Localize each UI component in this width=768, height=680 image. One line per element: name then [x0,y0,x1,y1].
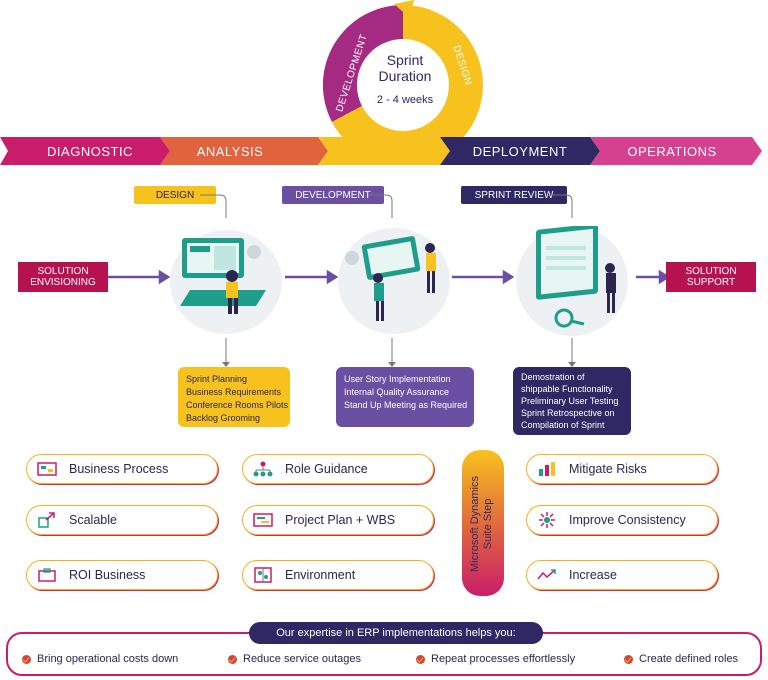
expertise-item-label: Create defined roles [639,653,739,665]
consistency-icon [537,512,557,528]
benefit-scalable: Scalable [26,505,218,535]
list-item: Preliminary User Testing [521,396,619,406]
list-item: Compilation of Sprint [521,420,605,430]
list-item: Internal Quality Assurance [344,387,450,397]
benefit-environment: Environment [242,560,434,590]
stage-operations: OPERATIONS [627,143,717,159]
sprint-duration-range: 2 - 4 weeks [376,94,434,106]
increase-icon [537,567,557,583]
tag-design: DESIGN [134,186,216,204]
benefit-label: Environment [285,568,356,582]
envisioning-line1: SOLUTION [37,266,89,277]
benefit-project-plan: Project Plan + WBS [242,505,434,535]
expertise-item-label: Repeat processes effortlessly [431,653,576,665]
development-activities-list: User Story Implementation Internal Quali… [336,367,474,427]
expertise-item-costs: Bring operational costs down [22,653,178,665]
expertise-item-repeat: Repeat processes effortlessly [416,653,575,665]
development-illustration [338,228,450,334]
benefit-mitigate-risks: Mitigate Risks [526,454,718,484]
list-item: Business Requirements [186,387,282,397]
expertise-item-label: Bring operational costs down [37,653,179,665]
benefit-label: Improve Consistency [569,513,686,527]
stage-deployment: DEPLOYMENT [472,143,568,159]
benefit-label: Increase [569,568,617,582]
benefit-label: Role Guidance [285,462,368,476]
sprint-title-line1: Sprint [386,52,424,68]
process-icon [37,461,57,477]
sprint-review-illustration [516,223,628,336]
benefit-roi-business: ROI Business [26,560,218,590]
benefit-increase: Increase [526,560,718,590]
list-item: Sprint Planning [186,374,248,384]
sprint-cycle-ring [322,0,483,165]
list-item: Stand Up Meeting as Required [344,400,468,410]
environment-icon [253,567,273,583]
check-icon [416,654,425,664]
suite-step-panel [462,450,504,596]
benefit-business-process: Business Process [26,454,218,484]
design-activities-list: Sprint Planning Business Requirements Co… [178,367,290,427]
briefcase-icon [37,567,57,583]
suite-step-label: Microsoft Dynamics Suite Step [469,454,497,594]
expertise-heading: Our expertise in ERP implementations hel… [249,622,543,644]
list-item: User Story Implementation [344,374,451,384]
list-item: Backlog Grooming [186,413,261,423]
hierarchy-icon [253,461,273,477]
sprint-title-line2: Duration [378,68,432,84]
envisioning-line2: ENVISIONING [30,277,96,288]
list-item: Conference Rooms Pilots [186,400,289,410]
list-item: Sprint Retrospective on [521,408,615,418]
benefit-label: Mitigate Risks [569,462,647,476]
scalable-icon [37,512,57,528]
expertise-item-roles: Create defined roles [624,653,738,665]
list-item: shippable Functionality [521,384,613,394]
benefit-label: ROI Business [69,568,146,582]
sprint-duration-title: Sprint Duration [360,52,450,84]
benefit-label: Project Plan + WBS [285,513,396,527]
expertise-item-label: Reduce service outages [243,653,362,665]
suite-step-line1: Microsoft Dynamics [469,476,481,572]
benefit-role-guidance: Role Guidance [242,454,434,484]
support-line1: SOLUTION [685,266,737,277]
tag-sprint-review: SPRINT REVIEW [461,186,567,204]
stage-bar-shapes [0,137,762,165]
sprint-review-activities-list: Demostration of shippable Functionality … [513,367,631,435]
stage-analysis: ANALYSIS [196,143,264,159]
expertise-item-outages: Reduce service outages [228,653,361,665]
suite-step-line2: Suite Step [482,498,494,550]
benefit-improve-consistency: Improve Consistency [526,505,718,535]
check-icon [228,654,237,664]
risk-chart-icon [537,461,557,477]
solution-envisioning-box: SOLUTION ENVISIONING [18,262,108,292]
benefit-label: Scalable [69,513,117,527]
support-line2: SUPPORT [686,277,736,288]
design-illustration [170,230,282,334]
solution-support-box: SOLUTION SUPPORT [666,262,756,292]
check-icon [624,654,633,664]
benefit-label: Business Process [69,462,169,476]
plan-icon [253,512,273,528]
check-icon [22,654,31,664]
list-item: Demostration of [521,372,585,382]
tag-development: DEVELOPMENT [282,186,384,204]
stage-diagnostic: DIAGNOSTIC [47,143,133,159]
